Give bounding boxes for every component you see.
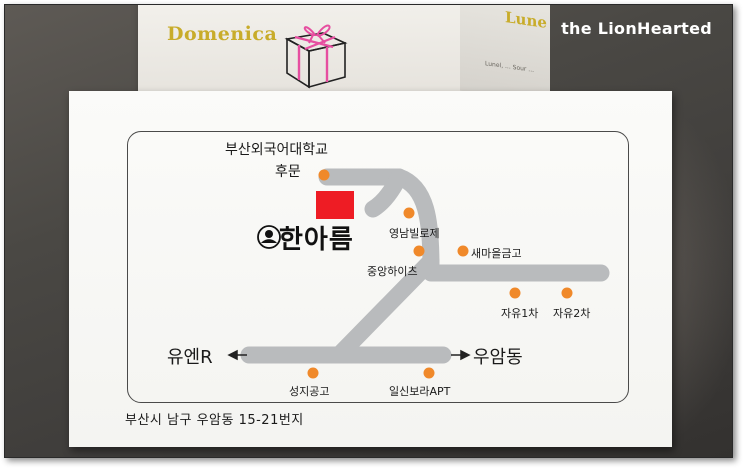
label-ilsin-bora: 일신보라APT (389, 385, 451, 398)
brand-name: 한아름 (279, 225, 354, 255)
label-saemaeul-bank: 새마을금고 (471, 247, 522, 260)
label-direction-west: 유엔R (167, 347, 213, 368)
brand-logo-icon (257, 225, 281, 249)
label-direction-east: 우암동 (473, 347, 523, 368)
marker-seongji-school (307, 367, 319, 379)
business-card: 부산외국어대학교 후문 영남빌로제 새마을금고 중앙하이츠 자유1차 자유2차 … (69, 91, 672, 447)
label-jungang-heights: 중앙하이츠 (367, 265, 418, 278)
arrow-east-head (460, 349, 471, 361)
address: 부산시 남구 우암동 15-21번지 (125, 413, 304, 428)
marker-yeongnam-villa (403, 207, 415, 219)
label-seongji-school: 성지공고 (289, 385, 330, 398)
arrow-west-head (227, 349, 238, 361)
gift-icon (284, 24, 348, 89)
watermark: the LionHearted (561, 19, 712, 38)
marker-jayu-2 (561, 287, 573, 299)
photo: Domenica Lune Lunel, ... Sour ... the Li… (4, 4, 733, 458)
label-jayu-1: 자유1차 (501, 307, 539, 320)
label-university: 부산외국어대학교 (225, 142, 329, 158)
label-yeongnam-villa: 영남빌로제 (389, 227, 440, 240)
marker-jayu-1 (509, 287, 521, 299)
map-border (127, 131, 629, 403)
box-brand-text: Domenica (167, 23, 278, 45)
marker-rear-gate (318, 169, 330, 181)
label-rear-gate: 후문 (275, 164, 301, 180)
road-diagonal (332, 252, 440, 362)
road-northeast-stub (364, 168, 408, 218)
marker-saemaeul-bank (457, 245, 469, 257)
store-marker (316, 191, 354, 219)
marker-ilsin-bora (423, 367, 435, 379)
marker-jungang-heights (413, 245, 425, 257)
label-jayu-2: 자유2차 (553, 307, 591, 320)
road-map (227, 168, 610, 379)
